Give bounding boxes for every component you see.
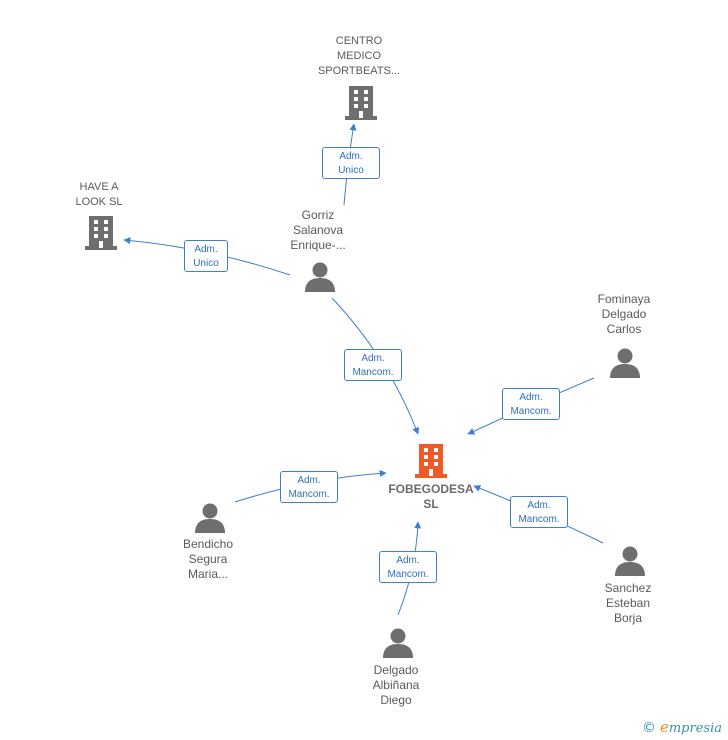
edge-label-gorriz-havealook[interactable]: Adm. Unico [184,240,228,272]
building-icon-center[interactable] [415,442,447,478]
company-label-have-a-look[interactable]: HAVE A LOOK SL [75,181,123,208]
person-icon[interactable] [305,262,335,292]
person-icon[interactable] [195,503,225,533]
person-label-sanchez[interactable]: Sanchez Esteban Borja [604,581,652,625]
empresia-logo[interactable]: © empresia [642,718,722,736]
person-label-delgado[interactable]: Delgado Albiñana Diego [372,663,420,707]
person-icon[interactable] [383,628,413,658]
edge-label-delgado-center[interactable]: Adm. Mancom. [379,551,437,583]
person-icon[interactable] [610,348,640,378]
edge-label-bendicho-center[interactable]: Adm. Mancom. [280,471,338,503]
company-label-center[interactable]: FOBEGODESA SL [388,482,474,511]
edge-label-gorriz-center[interactable]: Adm. Mancom. [344,349,402,381]
building-icon[interactable] [345,84,377,120]
edge-label-gorriz-centro[interactable]: Adm. Unico [322,147,380,179]
edge-label-sanchez-center[interactable]: Adm. Mancom. [510,496,568,528]
person-label-fominaya[interactable]: Fominaya Delgado Carlos [597,292,651,336]
building-icon[interactable] [85,214,117,250]
company-label-centro[interactable]: CENTRO MEDICO SPORTBEATS... [317,35,401,77]
person-label-bendicho[interactable]: Bendicho Segura Maria... [182,537,234,581]
brand-initial: e [659,718,669,736]
brand-name: mpresia [668,721,722,736]
person-label-gorriz[interactable]: Gorriz Salanova Enrique-... [290,208,346,252]
copyright-icon: © [641,720,656,736]
edge-label-fominaya-center[interactable]: Adm. Mancom. [502,388,560,420]
person-icon[interactable] [615,546,645,576]
